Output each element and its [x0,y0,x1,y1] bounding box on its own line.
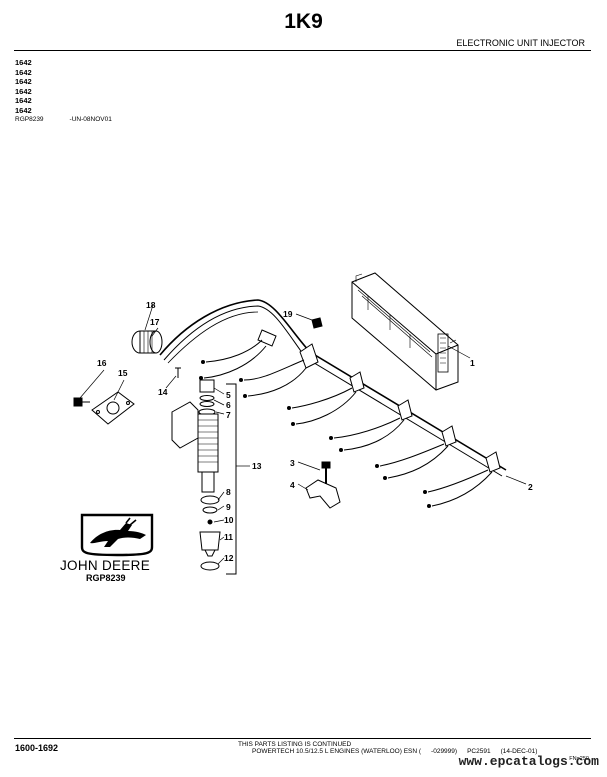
callout-4: 4 [290,480,295,490]
callout-2: 2 [528,482,533,492]
model-code: 1642 [15,86,32,96]
deere-brand-name: JOHN DEERE [60,558,151,573]
ecu-module [351,272,459,391]
callout-3: 3 [290,458,295,468]
callout-15: 15 [118,368,128,378]
injector-clamp [305,461,341,509]
callout-19: 19 [283,309,293,319]
callout-12: 12 [224,553,234,563]
callout-18: 18 [146,300,156,310]
catalog-date: (14-DEC-01) [500,748,538,755]
header-divider [14,50,591,51]
model-code: 1642 [15,58,32,67]
continued-note: THIS PARTS LISTING IS CONTINUED [238,741,352,748]
callout-6: 6 [226,400,231,410]
section-title: ELECTRONIC UNIT INJECTOR [456,38,585,48]
esn-range: -029999) [431,748,458,755]
small-bolt [175,367,181,378]
callout-10: 10 [224,515,234,525]
wire-terminals [199,360,431,508]
model-code: 1642 [15,67,32,77]
footer-divider [14,738,591,739]
callout-7: 7 [226,410,231,420]
deere-logo [80,513,154,557]
leader-lines [79,304,527,565]
watermark[interactable]: www.epcatalogs.com [458,754,599,769]
illustration-reference: RGP8239 -UN-08NOV01 [15,116,112,123]
pc-code: PC2591 [467,748,491,755]
part-13-bracket [226,383,237,575]
wiring-harness [159,299,507,507]
catalog-footer-line: POWERTECH 10.5/12.5 L ENGINES (WATERLOO)… [252,748,547,755]
connector-gasket [91,391,135,425]
callout-17: 17 [150,317,160,327]
model-code: 1642 [15,105,32,115]
page-title: 1K9 [284,10,323,33]
callout-1: 1 [470,358,475,368]
callout-16: 16 [97,358,107,368]
model-code-list: 1642 1642 1642 1642 1642 1642 [15,58,32,116]
ecu-nut [311,317,323,329]
callout-11: 11 [224,532,233,542]
callout-14: 14 [158,387,168,397]
fn-code: FN=250 [569,756,589,762]
page-range: 1600-1692 [15,743,59,753]
callout-13: 13 [252,461,262,471]
electronic-unit-injector [171,379,221,571]
harness-connector [131,330,163,354]
illustration-id: RGP8239 [15,116,44,123]
model-code: 1642 [15,96,32,106]
callout-9: 9 [226,502,231,512]
callout-5: 5 [226,390,231,400]
cap-screw [73,397,90,407]
catalog-name: POWERTECH 10.5/12.5 L ENGINES (WATERLOO)… [252,748,422,755]
model-code: 1642 [15,77,32,87]
callout-8: 8 [226,487,231,497]
logo-reference: RGP8239 [86,573,126,583]
illustration-date-code: -UN-08NOV01 [69,116,112,123]
